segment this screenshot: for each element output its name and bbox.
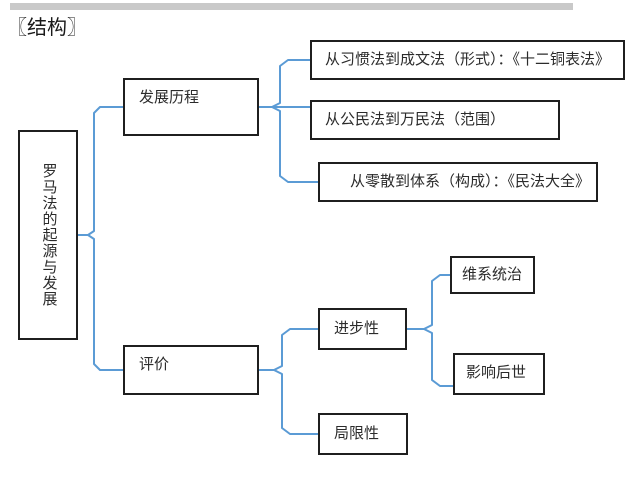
node-influence-later-ages-label: 影响后世 [466, 365, 527, 381]
node-scattered-to-system[interactable]: 从零散到体系（构成）：《民法大全》 [318, 162, 598, 202]
node-root-label: 罗马法的起源与发展 [40, 163, 57, 307]
top-divider-rule [10, 3, 573, 10]
connector-dev-to-child1 [271, 59, 311, 108]
node-progressiveness-label: 进步性 [334, 321, 380, 337]
node-maintain-rule-label: 维系统治 [462, 267, 523, 283]
node-evaluation-label: 评价 [139, 357, 170, 373]
connector-progress-to-rule [423, 274, 451, 330]
node-progressiveness[interactable]: 进步性 [318, 308, 407, 350]
node-civil-to-jus-gentium-label: 从公民法到万民法（范围） [325, 112, 506, 128]
node-limitation-label: 局限性 [334, 426, 380, 442]
connector-trunk-to-eval [87, 234, 124, 371]
node-limitation[interactable]: 局限性 [318, 413, 408, 455]
node-influence-later-ages[interactable]: 影响后世 [453, 353, 545, 395]
connector-eval-to-progress [273, 328, 319, 371]
node-development-process-label: 发展历程 [139, 90, 200, 106]
node-evaluation[interactable]: 评价 [123, 345, 259, 395]
node-maintain-rule[interactable]: 维系统治 [450, 256, 535, 294]
connector-trunk-to-dev [87, 106, 124, 236]
node-scattered-to-system-label: 从零散到体系（构成）：《民法大全》 [350, 174, 591, 190]
node-development-process[interactable]: 发展历程 [123, 78, 259, 136]
node-custom-to-written-law-label: 从习惯法到成文法（形式）：《十二铜表法》 [325, 52, 611, 68]
node-civil-to-jus-gentium[interactable]: 从公民法到万民法（范围） [310, 100, 560, 140]
connector-progress-to-influence [423, 328, 454, 387]
connector-eval-to-limit [273, 369, 319, 435]
page-title: 〖结构〗 [7, 17, 87, 39]
node-root[interactable]: 罗马法的起源与发展 [18, 130, 78, 340]
node-custom-to-written-law[interactable]: 从习惯法到成文法（形式）：《十二铜表法》 [310, 40, 625, 80]
